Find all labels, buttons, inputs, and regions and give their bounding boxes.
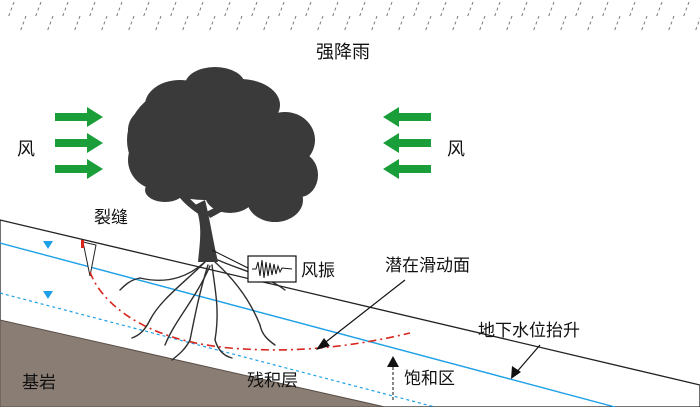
rain-dash: [304, 1, 312, 19]
rain-dash: [208, 15, 216, 33]
rain-dash: [613, 15, 621, 33]
tree-roots: [119, 259, 286, 361]
bedrock-label: 基岩: [22, 373, 56, 393]
rain-dash: [694, 17, 700, 33]
wind-arrows-left: [55, 107, 103, 179]
rain-dash: [640, 15, 648, 33]
rain-dash: [142, 1, 150, 19]
rain-dash: [628, 1, 636, 19]
heavy-rain-label: 强降雨: [316, 42, 370, 63]
slip-surface-pointer: [321, 279, 406, 346]
rain-dash: [46, 15, 54, 33]
rain-dash: [196, 1, 204, 19]
saturation-boundary: [0, 292, 436, 407]
rain-dash: [316, 15, 324, 33]
rain-dash: [277, 1, 285, 19]
rain-dash: [169, 1, 177, 19]
crack-mark: [82, 241, 97, 277]
slip-surface-pointer-head: [316, 338, 330, 350]
rain-dash: [385, 1, 393, 19]
rain-dash: [574, 1, 582, 19]
rain-dash: [532, 15, 540, 33]
right-arrow-icon: [55, 107, 103, 127]
rain-dash: [505, 15, 513, 33]
rain-dash: [520, 1, 528, 19]
left-arrow-icon: [383, 107, 431, 127]
water-level-marker-lower: [43, 291, 53, 299]
groundwater-rise-label: 地下水位抬升: [478, 321, 580, 341]
waveform-icon: [252, 259, 293, 279]
rain-dash: [343, 15, 351, 33]
rain-dash: [493, 1, 501, 19]
tree-trunk: [195, 200, 218, 262]
rain-dash: [655, 1, 663, 19]
rain-dash: [73, 15, 81, 33]
rain-dash: [154, 15, 162, 33]
groundwater-pointer: [514, 344, 541, 375]
rain-dash: [127, 15, 135, 33]
rain-dash: [682, 1, 690, 19]
rain-dash: [397, 15, 405, 33]
right-arrow-icon: [55, 133, 103, 153]
rain-dash: [559, 15, 567, 33]
left-arrow-icon: [383, 133, 431, 153]
crack-red-tip: [81, 240, 84, 248]
rain-dash: [601, 1, 609, 19]
rain-dash: [262, 15, 270, 33]
rain-dash: [667, 15, 675, 33]
rain-dash: [412, 1, 420, 19]
rain-dash: [7, 1, 15, 19]
crack-label: 裂缝: [94, 208, 128, 228]
rain-dash: [88, 1, 96, 19]
groundwater-line: [0, 242, 616, 407]
slip-surface-curve: [89, 271, 411, 351]
rain-dash: [370, 15, 378, 33]
saturated-zone-label: 饱和区: [404, 369, 455, 389]
rain-dash: [439, 1, 447, 19]
rain-dash: [358, 1, 366, 19]
wind-label-right: 风: [447, 139, 465, 160]
rain-dash: [235, 15, 243, 33]
bedrock-layer: [0, 319, 386, 407]
rain-dash: [19, 15, 27, 33]
rain-dash: [223, 1, 231, 19]
residual-layer-label: 残积层: [247, 371, 298, 391]
rain-dash: [289, 15, 297, 33]
rain-dash: [466, 1, 474, 19]
wind-arrows-right: [383, 107, 431, 179]
rain-dash: [115, 1, 123, 19]
rain-dash: [478, 15, 486, 33]
rain-dashes: [7, 1, 700, 33]
rain-dash: [451, 15, 459, 33]
rain-dash: [424, 15, 432, 33]
right-arrow-icon: [55, 159, 103, 179]
slip-surface-label: 潜在滑动面: [385, 256, 470, 276]
vibration-leader: [211, 249, 249, 269]
left-arrow-icon: [383, 159, 431, 179]
rain-dash: [100, 15, 108, 33]
rain-dash: [250, 1, 258, 19]
rain-dash: [547, 1, 555, 19]
groundwater-pointer-head: [511, 366, 521, 379]
rain-dash: [181, 15, 189, 33]
saturated-zone-arrow-head: [387, 356, 399, 367]
rain-dash: [586, 15, 594, 33]
rain-dash: [61, 1, 69, 19]
wind-vibration-label: 风振: [301, 261, 335, 281]
rain-dash: [331, 1, 339, 19]
water-level-marker-upper: [43, 241, 53, 249]
rain-dash: [34, 1, 42, 19]
tree-canopy: [127, 67, 318, 222]
wind-label-left: 风: [17, 139, 35, 160]
